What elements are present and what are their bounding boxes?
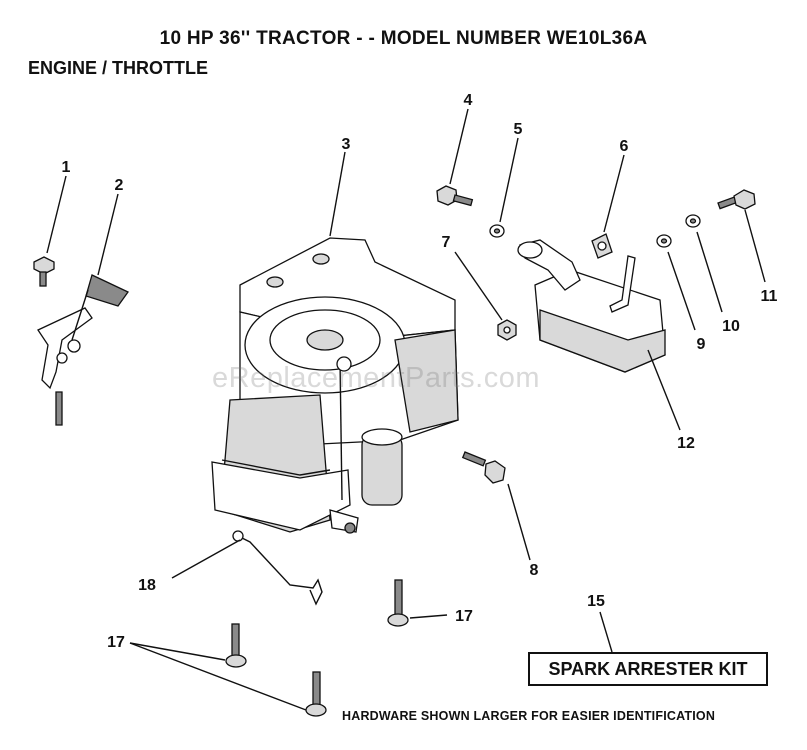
callout-11: 11 xyxy=(761,288,778,305)
diagram-subtitle: ENGINE / THROTTLE xyxy=(28,58,208,78)
callout-8: 8 xyxy=(530,562,539,579)
nut-part-7[interactable] xyxy=(497,319,517,341)
muffler-part-12[interactable] xyxy=(517,239,666,373)
callout-18: 18 xyxy=(138,577,156,594)
watermark-text: eReplacementParts.com xyxy=(212,362,541,394)
callout-3: 3 xyxy=(342,136,351,153)
washer-part-10[interactable] xyxy=(685,214,701,228)
bolt-part-11[interactable] xyxy=(717,189,756,210)
callout-6: 6 xyxy=(620,138,629,155)
spark-arrester-kit-label: SPARK ARRESTER KIT xyxy=(528,652,768,686)
bolt-part-8[interactable] xyxy=(461,451,506,484)
callout-17-left: 17 xyxy=(107,634,125,651)
callout-7: 7 xyxy=(442,234,451,251)
screw-part-17-left[interactable] xyxy=(225,623,247,668)
callout-numbers: 1 2 3 4 5 6 7 8 9 10 11 12 15 17 17 18 xyxy=(62,92,778,651)
diagram-title: 10 HP 36'' TRACTOR - - MODEL NUMBER WE10… xyxy=(159,28,648,49)
leader-lines xyxy=(46,108,766,711)
engine-part[interactable] xyxy=(211,237,459,534)
screw-part-17-right[interactable] xyxy=(387,579,409,627)
callout-2: 2 xyxy=(115,177,124,194)
callout-4: 4 xyxy=(464,92,473,109)
callout-10: 10 xyxy=(722,318,740,335)
callout-9: 9 xyxy=(697,336,706,353)
throttle-control-part[interactable] xyxy=(37,274,129,426)
bolt-part-1[interactable] xyxy=(33,256,55,287)
callout-17-right: 17 xyxy=(455,608,473,625)
rod-part-18[interactable] xyxy=(232,530,323,606)
bolt-part-4[interactable] xyxy=(436,185,474,207)
callout-12: 12 xyxy=(677,435,695,452)
washer-part-9[interactable] xyxy=(656,234,672,248)
gasket-part-6[interactable] xyxy=(591,233,613,259)
hardware-note: HARDWARE SHOWN LARGER FOR EASIER IDENTIF… xyxy=(342,709,716,723)
washer-part-5[interactable] xyxy=(489,224,505,238)
callout-5: 5 xyxy=(514,121,523,138)
screw-part-17-bottom[interactable] xyxy=(305,671,327,717)
callout-1: 1 xyxy=(62,159,71,176)
callout-15: 15 xyxy=(587,593,605,610)
